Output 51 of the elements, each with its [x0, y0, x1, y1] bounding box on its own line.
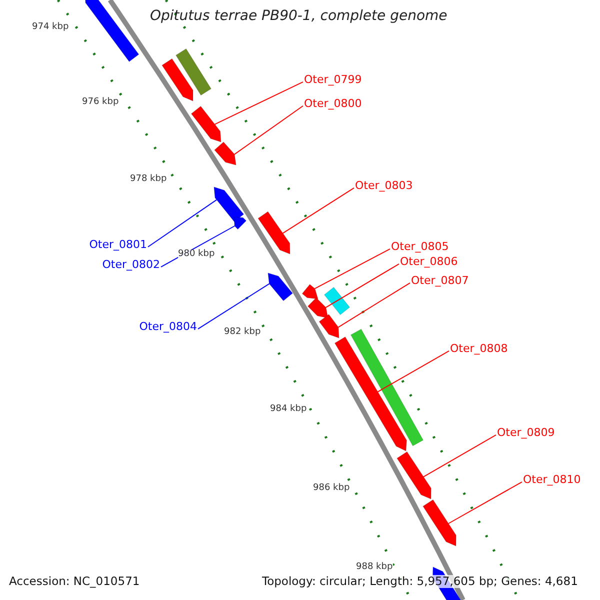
ruler-tick-label: 980 kbp: [178, 250, 215, 260]
gene-feature: [214, 186, 244, 222]
leader-line: [325, 263, 400, 308]
gene-label: Oter_0808: [450, 343, 508, 356]
gene-feature: [214, 142, 236, 166]
gene-label: Oter_0809: [497, 427, 555, 440]
gene-block: [350, 328, 424, 446]
gene-feature: [422, 499, 456, 546]
title: Opitutus terrae PB90-1, complete genome: [150, 9, 448, 24]
leader-line: [377, 350, 450, 392]
gene-feature: [162, 58, 194, 102]
ruler-tick-label: 984 kbp: [270, 405, 307, 415]
gene-label: Oter_0805: [391, 241, 449, 254]
gene-feature: [307, 297, 328, 318]
leader-line: [198, 283, 270, 330]
gene-block: [324, 286, 350, 316]
ruler-tick-label: 974 kbp: [32, 23, 69, 33]
leader-line: [214, 81, 304, 125]
ruler-tick-label: 978 kbp: [130, 175, 167, 185]
leader-line: [148, 199, 218, 248]
leader-line: [338, 282, 410, 328]
leader-line: [448, 481, 522, 524]
gene-label: Oter_0803: [355, 180, 413, 192]
gene-feature: [190, 106, 222, 142]
gene-feature: [396, 451, 432, 500]
leader-line: [314, 248, 390, 290]
gene-label: Oter_0801: [89, 239, 147, 252]
gene-feature: [234, 216, 247, 230]
gene-label: Oter_0799: [304, 74, 362, 86]
gene-block: [175, 48, 212, 96]
leader-line: [234, 105, 304, 155]
ruler-tick-label: 986 kbp: [313, 484, 350, 494]
gene-feature: [84, 0, 140, 62]
leader-line: [423, 434, 496, 478]
gene-feature: [318, 314, 340, 338]
gene-label: Oter_0810: [523, 474, 581, 486]
gene-label: Oter_0806: [400, 256, 458, 268]
gene-feature: [268, 272, 294, 302]
gene-label: Oter_0804: [139, 321, 197, 334]
ruler-tick-label: 988 kbp: [356, 563, 393, 573]
footer-text: Topology: circular; Length: 5,957,605 bp; Genes: 4,681: [262, 575, 578, 588]
leader-line: [282, 187, 354, 234]
gene-feature: [334, 336, 407, 452]
gene-feature: [258, 211, 290, 254]
gene-label: Oter_0802: [102, 259, 160, 272]
footer-text: Accession: NC_010571: [9, 575, 140, 588]
ruler-tick-label: 982 kbp: [224, 328, 261, 338]
ruler-tick-label: 976 kbp: [82, 98, 119, 108]
gene-label: Oter_0800: [304, 98, 362, 110]
gene-label: Oter_0807: [411, 275, 469, 288]
gene-feature: [302, 284, 318, 300]
